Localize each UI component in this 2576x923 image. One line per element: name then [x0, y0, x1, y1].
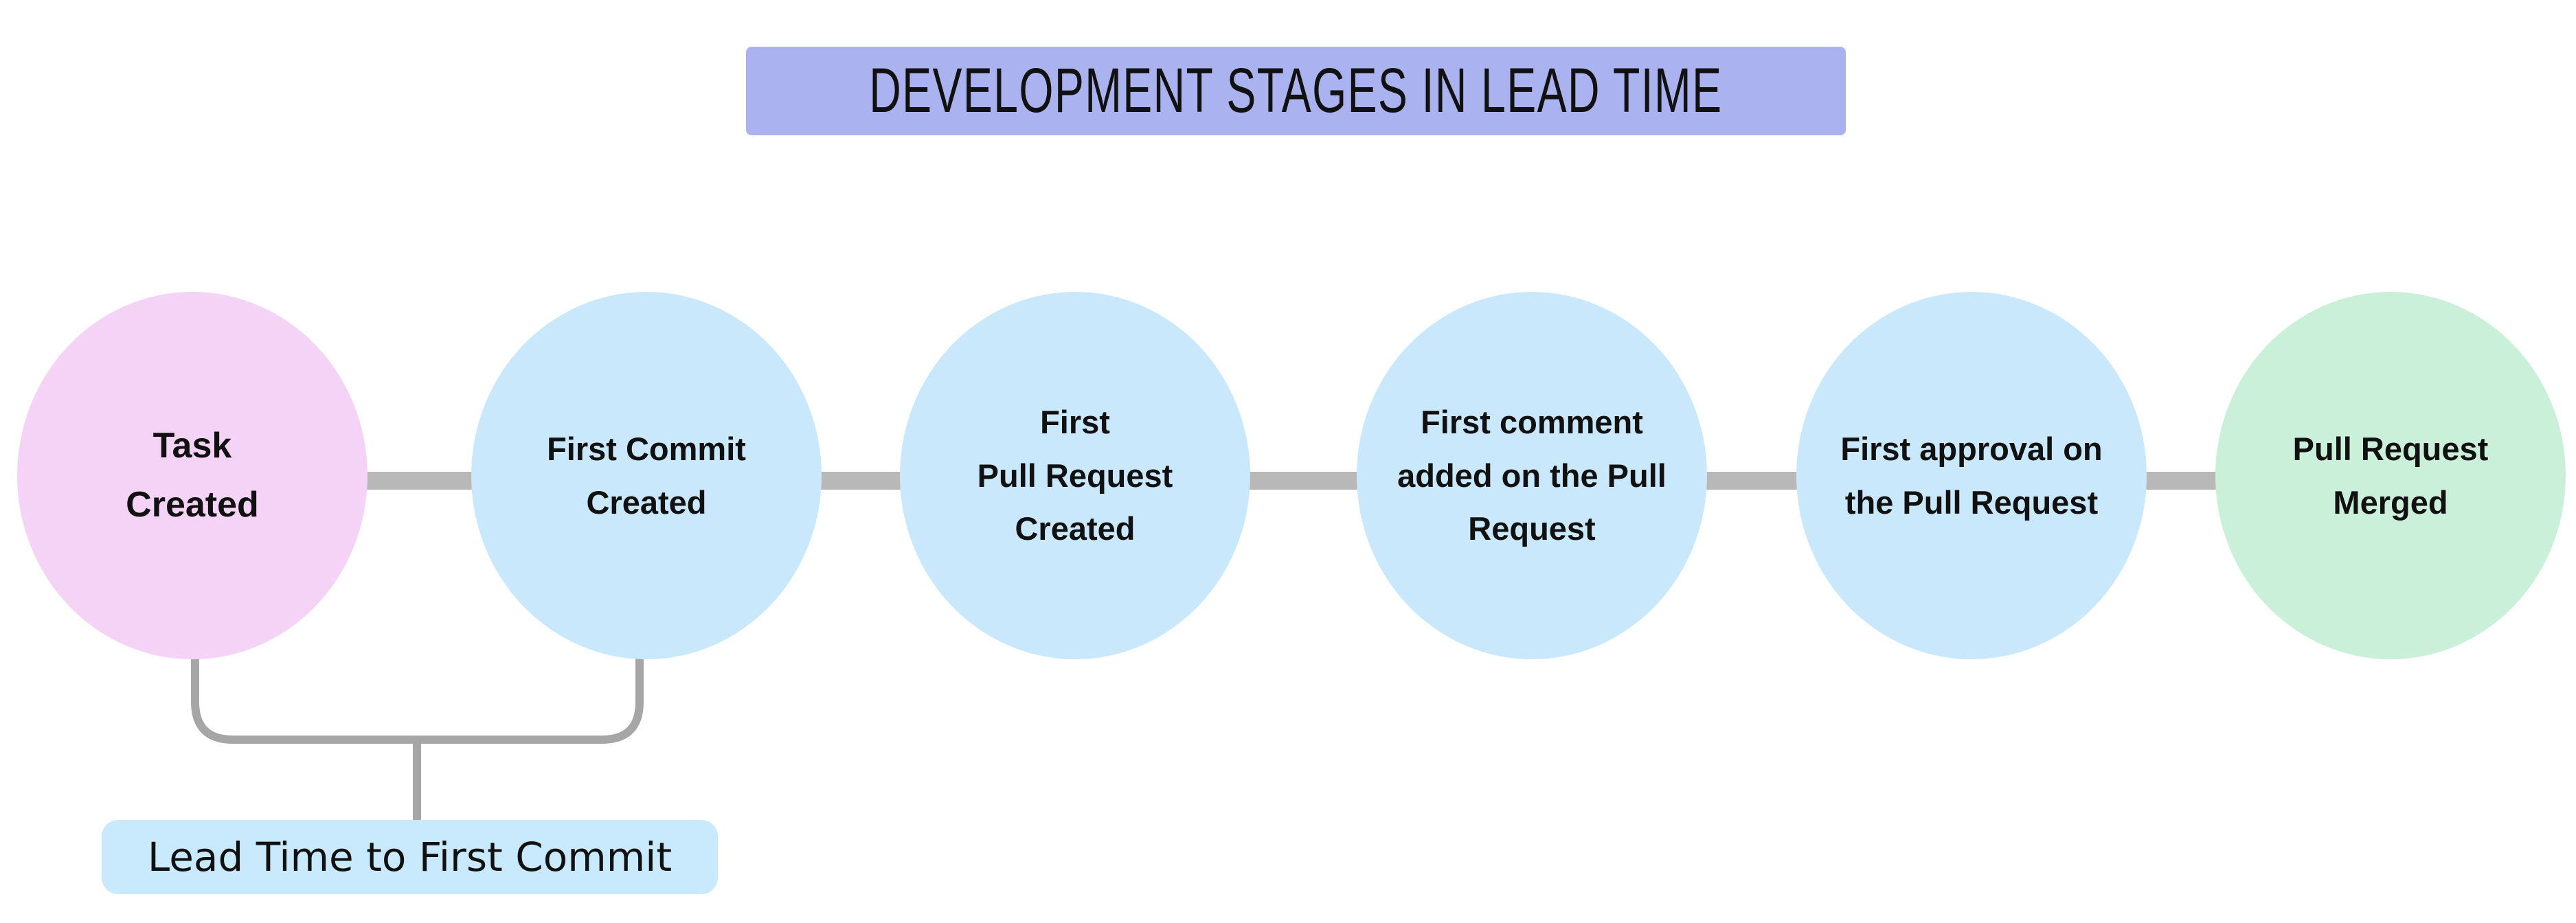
stage-first-commit-created: First Commit Created — [471, 292, 822, 659]
stage-task-created: Task Created — [17, 292, 368, 659]
bracket-curve — [191, 651, 644, 744]
stage-first-approval: First approval on the Pull Request — [1796, 292, 2147, 659]
stage-pull-request-merged: Pull Request Merged — [2215, 292, 2566, 659]
diagram-title: DEVELOPMENT STAGES IN LEAD TIME — [869, 56, 1723, 126]
lead-time-annotation: Lead Time to First Commit — [102, 820, 718, 894]
diagram-title-banner: DEVELOPMENT STAGES IN LEAD TIME — [746, 47, 1846, 135]
stage-first-pull-request-created: First Pull Request Created — [900, 292, 1250, 659]
stage-first-comment-added: First comment added on the Pull Request — [1357, 292, 1707, 659]
